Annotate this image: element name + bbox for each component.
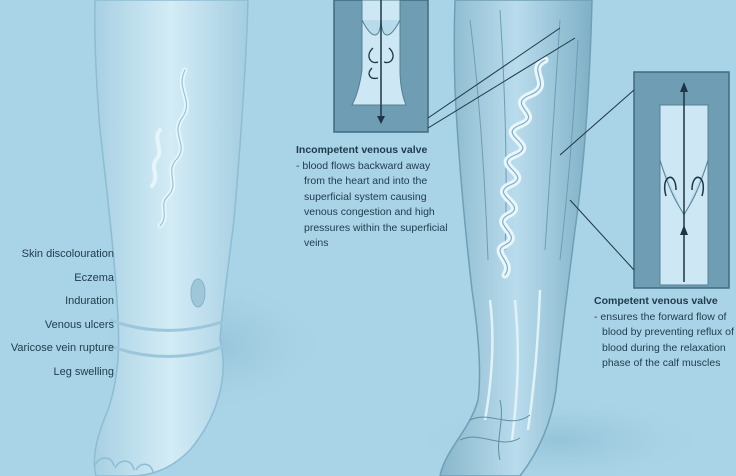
right-leg — [439, 0, 593, 476]
left-leg — [93, 0, 249, 476]
symptom-leg-swelling: Leg swelling — [53, 365, 114, 378]
incompetent-valve-inset — [333, 0, 429, 133]
competent-valve-callout: Competent venous valve - ensures the for… — [594, 294, 734, 372]
symptom-varicose-vein-rupture: Varicose vein rupture — [10, 342, 114, 354]
incompetent-valve-title: Incompetent venous valve — [296, 144, 428, 156]
incompetent-valve-callout: Incompetent venous valve - blood flows b… — [296, 143, 454, 252]
venous-ulcer — [190, 278, 206, 308]
symptom-venous-ulcers: Venous ulcers — [44, 318, 114, 331]
symptom-list: Skin discolouration Eczema Induration Ve… — [0, 243, 114, 384]
incompetent-valve-description: - blood flows backward away from the hea… — [296, 159, 448, 250]
competent-valve-title: Competent venous valve — [594, 295, 718, 307]
competent-valve-inset — [633, 71, 730, 289]
leader-lines — [427, 27, 635, 271]
symptom-induration: Induration — [65, 295, 114, 307]
symptom-eczema: Eczema — [74, 271, 114, 284]
symptom-skin-discolouration: Skin discolouration — [21, 248, 114, 260]
competent-valve-description: - ensures the forward flow of blood by p… — [594, 310, 734, 370]
